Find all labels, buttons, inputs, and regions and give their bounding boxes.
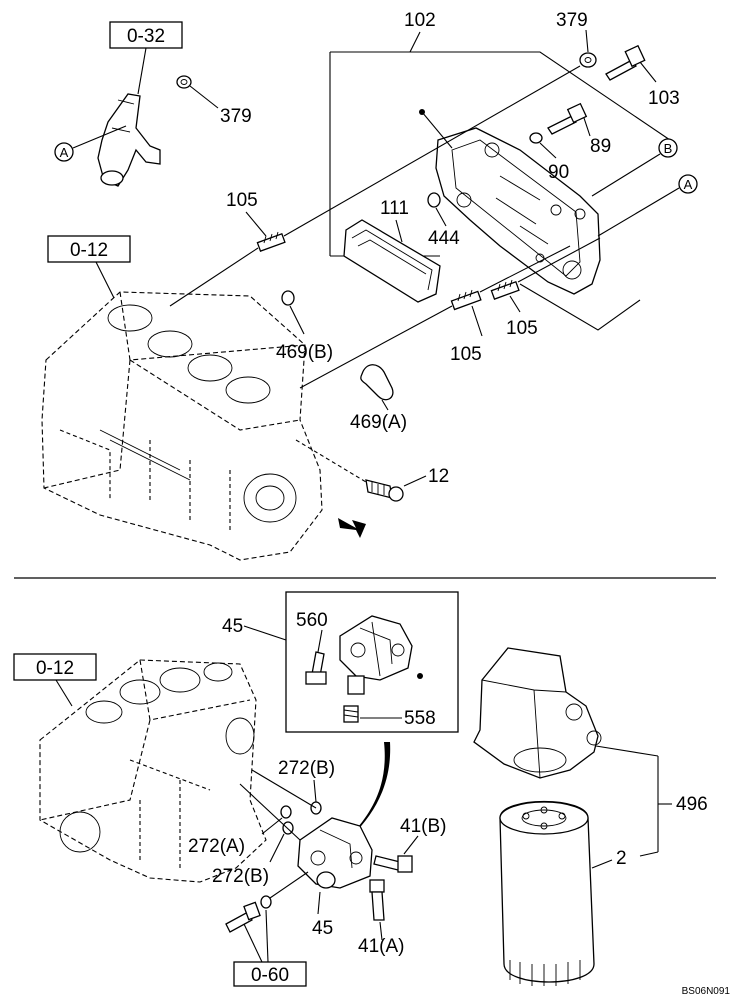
bolt-89 <box>547 102 588 135</box>
ref-box-top-thermostat[interactable] <box>109 21 183 49</box>
label-105-mid: 105 <box>450 344 482 365</box>
ref-box-bottom-sensor[interactable] <box>233 961 307 987</box>
ref-text-top-thermostat: 0-32 <box>127 26 165 47</box>
oring-272a <box>280 805 292 819</box>
oil-cooler-cover <box>435 127 601 295</box>
label-379-top: 379 <box>556 10 588 31</box>
stud-105-mid <box>450 289 482 311</box>
filter-element <box>499 800 595 986</box>
marker-b-text: B <box>664 141 673 156</box>
oring-444 <box>427 192 441 208</box>
marker-a-left <box>54 142 74 162</box>
cooler-assembly-box <box>329 51 671 331</box>
bolt-41b <box>373 855 413 873</box>
engine-block-bottom <box>39 659 267 883</box>
oring-469b <box>281 290 295 306</box>
label-272a: 272(A) <box>188 836 245 857</box>
sensor-0-60 <box>225 895 272 933</box>
stud-105-right <box>490 279 520 300</box>
label-105-top: 105 <box>226 190 258 211</box>
engine-block-top <box>41 291 323 561</box>
cooler-element-111 <box>343 219 441 303</box>
label-89: 89 <box>590 136 611 157</box>
gasket-469a <box>360 364 394 401</box>
marker-a-text: A <box>684 177 693 192</box>
fitting-12 <box>365 479 404 502</box>
label-45-low: 45 <box>312 918 333 939</box>
label-444: 444 <box>428 228 460 249</box>
thermostat-housing <box>97 93 161 187</box>
washer-379-left <box>176 75 192 89</box>
ref-box-top-block[interactable] <box>47 235 131 263</box>
valve-body-45 <box>297 817 373 889</box>
label-560: 560 <box>296 610 328 631</box>
label-41b: 41(B) <box>400 816 446 837</box>
ref-text-top-block: 0-12 <box>70 240 108 261</box>
ref-box-bottom-block[interactable] <box>13 653 97 681</box>
stud-105-top <box>256 231 286 252</box>
label-90: 90 <box>548 162 569 183</box>
label-272b-top: 272(B) <box>278 758 335 779</box>
label-272b-low: 272(B) <box>212 866 269 887</box>
washer-379-top <box>579 52 597 68</box>
valve-body-detail <box>339 615 413 695</box>
label-379-left: 379 <box>220 106 252 127</box>
footer-code: BS06N091 <box>682 986 731 997</box>
label-558: 558 <box>404 708 436 729</box>
label-496: 496 <box>676 794 708 815</box>
ref-text-bottom-block: 0-12 <box>36 658 74 679</box>
plug-558 <box>343 705 359 723</box>
bolt-103 <box>605 44 646 81</box>
label-41a: 41(A) <box>358 936 404 957</box>
marker-a-left-text: A <box>60 145 69 160</box>
washer-90 <box>529 132 543 144</box>
marker-a <box>678 174 698 194</box>
label-45-top: 45 <box>222 616 243 637</box>
dot-marker-bottom <box>417 673 423 679</box>
label-469b: 469(B) <box>276 342 333 363</box>
bolt-560 <box>305 651 327 685</box>
ref-text-bottom-sensor: 0-60 <box>251 965 289 986</box>
label-12: 12 <box>428 466 449 487</box>
label-111: 111 <box>380 198 409 219</box>
label-102: 102 <box>404 10 436 31</box>
direction-arrow <box>338 518 366 538</box>
label-2: 2 <box>616 848 627 869</box>
marker-b <box>658 138 678 158</box>
label-105-right: 105 <box>506 318 538 339</box>
label-103: 103 <box>648 88 680 109</box>
bolt-41a <box>369 879 385 921</box>
label-469a: 469(A) <box>350 412 407 433</box>
filter-head <box>473 647 602 779</box>
